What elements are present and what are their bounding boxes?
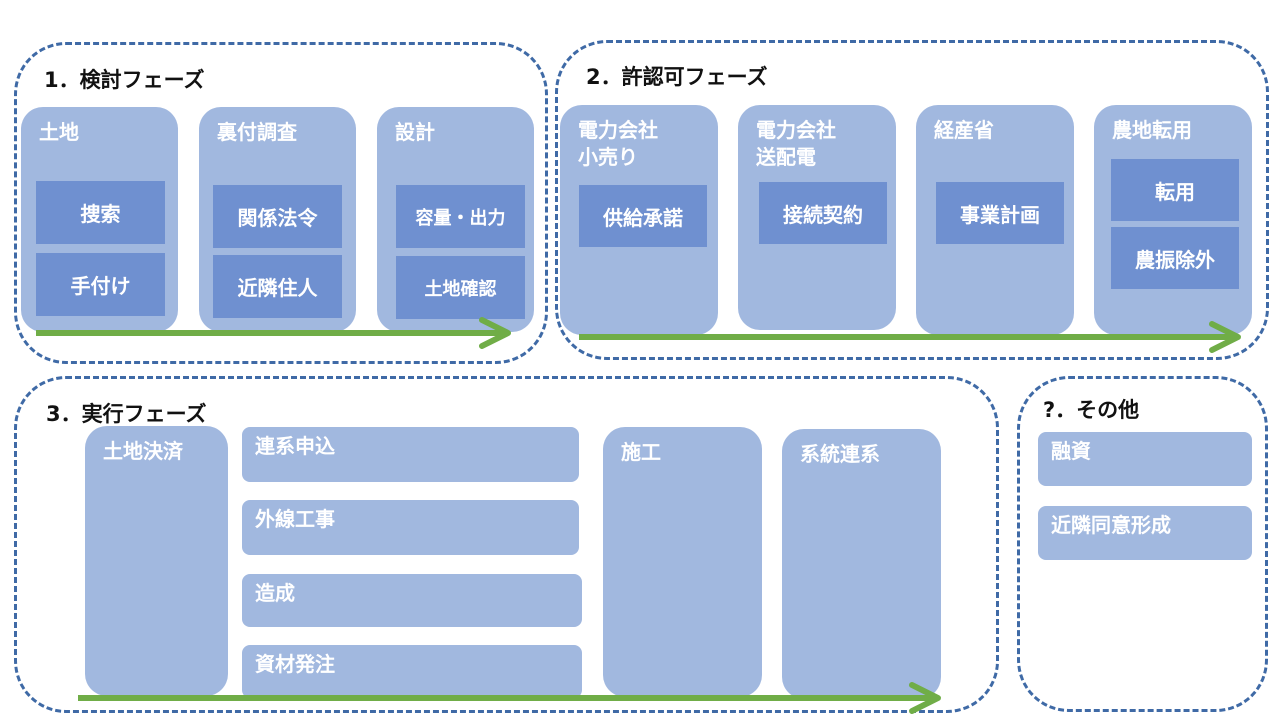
search-item: 捜索 bbox=[36, 181, 165, 244]
agri-exclusion-item: 農振除外 bbox=[1111, 227, 1239, 289]
connection-contract-item: 接続契約 bbox=[759, 182, 887, 244]
neighbors-item: 近隣住人 bbox=[213, 255, 342, 318]
phase-3-title: 3．実行フェーズ bbox=[46, 402, 207, 426]
farmland-label: 農地転用 bbox=[1112, 118, 1192, 142]
land-settlement-label: 土地決済 bbox=[103, 439, 183, 463]
land-settlement-box: 土地決済 bbox=[85, 426, 228, 696]
design-label: 設計 bbox=[395, 120, 435, 144]
external-wiring-bar: 外線工事 bbox=[242, 500, 579, 555]
retail-label: 電力会社 小売り bbox=[578, 118, 658, 169]
phase-2-container bbox=[555, 40, 1269, 360]
materials-order-bar: 資材発注 bbox=[242, 645, 582, 698]
phase-2-title: 2．許認可フェーズ bbox=[586, 65, 768, 89]
supply-approval-item: 供給承諾 bbox=[579, 185, 707, 247]
land-check-item: 土地確認 bbox=[396, 256, 525, 319]
site-prep-bar: 造成 bbox=[242, 574, 582, 627]
construction-box: 施工 bbox=[603, 427, 762, 697]
business-plan-item: 事業計画 bbox=[936, 182, 1064, 244]
neighbor-consent-bar: 近隣同意形成 bbox=[1038, 506, 1252, 560]
land-label: 土地 bbox=[39, 120, 79, 144]
financing-bar: 融資 bbox=[1038, 432, 1252, 486]
grid-connection-label: 系統連系 bbox=[800, 442, 880, 466]
grid-label: 電力会社 送配電 bbox=[756, 118, 836, 169]
phase-1-title: 1．検討フェーズ bbox=[44, 68, 205, 92]
conversion-item: 転用 bbox=[1111, 159, 1239, 221]
other-container bbox=[1017, 376, 1268, 712]
laws-item: 関係法令 bbox=[213, 185, 342, 248]
grid-application-bar: 連系申込 bbox=[242, 427, 579, 482]
grid-connection-box: 系統連系 bbox=[782, 429, 941, 699]
capacity-item: 容量・出力 bbox=[396, 185, 525, 248]
phase-1-container bbox=[14, 42, 548, 364]
meti-label: 経産省 bbox=[934, 118, 994, 142]
deposit-item: 手付け bbox=[36, 253, 165, 316]
survey-label: 裏付調査 bbox=[217, 120, 297, 144]
other-title: ?．その他 bbox=[1043, 398, 1140, 422]
phase-3-container bbox=[14, 376, 999, 713]
construction-label: 施工 bbox=[621, 440, 661, 464]
